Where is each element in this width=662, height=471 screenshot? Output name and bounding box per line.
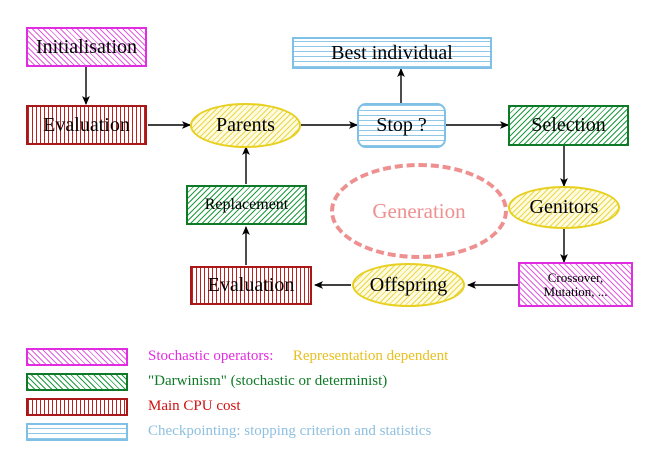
node-evaluation-bottom[interactable]: Evaluation xyxy=(190,266,312,305)
legend-text-representation-dependent: Representation dependent xyxy=(292,348,449,364)
legend-label-stochastic: Stochastic operators: Representation dep… xyxy=(148,348,448,365)
node-genitors[interactable]: Genitors xyxy=(508,186,620,229)
legend-row-stochastic: Stochastic operators: Representation dep… xyxy=(26,344,448,369)
legend-text-main-cpu-cost: Main CPU cost xyxy=(148,398,241,414)
node-genitors-label: Genitors xyxy=(529,196,599,218)
node-evaluation-top[interactable]: Evaluation xyxy=(26,105,147,145)
legend: Stochastic operators: Representation dep… xyxy=(26,344,448,444)
node-parents-label: Parents xyxy=(216,114,275,136)
legend-swatch-blue-horizontal-hatch xyxy=(26,422,128,441)
node-evaluation-bottom-label: Evaluation xyxy=(207,274,295,296)
legend-text-stochastic-operators: Stochastic operators: xyxy=(148,348,274,364)
legend-text-darwinism: "Darwinism" (stochastic or determinist) xyxy=(148,373,388,389)
node-initialisation[interactable]: Initialisation xyxy=(26,27,147,67)
node-crossover-mutation[interactable]: Crossover, Mutation, ... xyxy=(518,262,633,307)
node-generation-label: Generation xyxy=(372,198,466,223)
node-selection-label: Selection xyxy=(531,114,606,136)
node-offspring-label: Offspring xyxy=(369,273,448,296)
legend-swatch-green-hatch xyxy=(26,372,128,391)
node-replacement[interactable]: Replacement xyxy=(186,185,307,225)
node-initialisation-label: Initialisation xyxy=(35,35,138,58)
node-parents[interactable]: Parents xyxy=(190,103,301,148)
node-generation: Generation xyxy=(330,163,508,259)
node-replacement-label: Replacement xyxy=(204,195,289,213)
node-evaluation-top-label: Evaluation xyxy=(43,113,130,136)
legend-swatch-red-vertical-hatch xyxy=(26,397,128,416)
node-best-individual-label: Best individual xyxy=(331,41,453,64)
legend-text-checkpointing: Checkpointing: stopping criterion and st… xyxy=(148,423,432,439)
node-offspring[interactable]: Offspring xyxy=(352,263,465,307)
legend-row-cpu-cost: Main CPU cost xyxy=(26,394,448,419)
legend-swatch-magenta-hatch xyxy=(26,347,128,366)
node-stop[interactable]: Stop ? xyxy=(357,103,446,148)
node-crossover-label-line1: Crossover, xyxy=(547,269,604,285)
node-best-individual[interactable]: Best individual xyxy=(292,37,492,69)
node-selection[interactable]: Selection xyxy=(508,105,629,146)
node-crossover-label-line2: Mutation, ... xyxy=(543,283,608,299)
legend-row-darwinism: "Darwinism" (stochastic or determinist) xyxy=(26,369,448,394)
node-stop-label: Stop ? xyxy=(376,114,427,136)
legend-row-checkpointing: Checkpointing: stopping criterion and st… xyxy=(26,419,448,444)
